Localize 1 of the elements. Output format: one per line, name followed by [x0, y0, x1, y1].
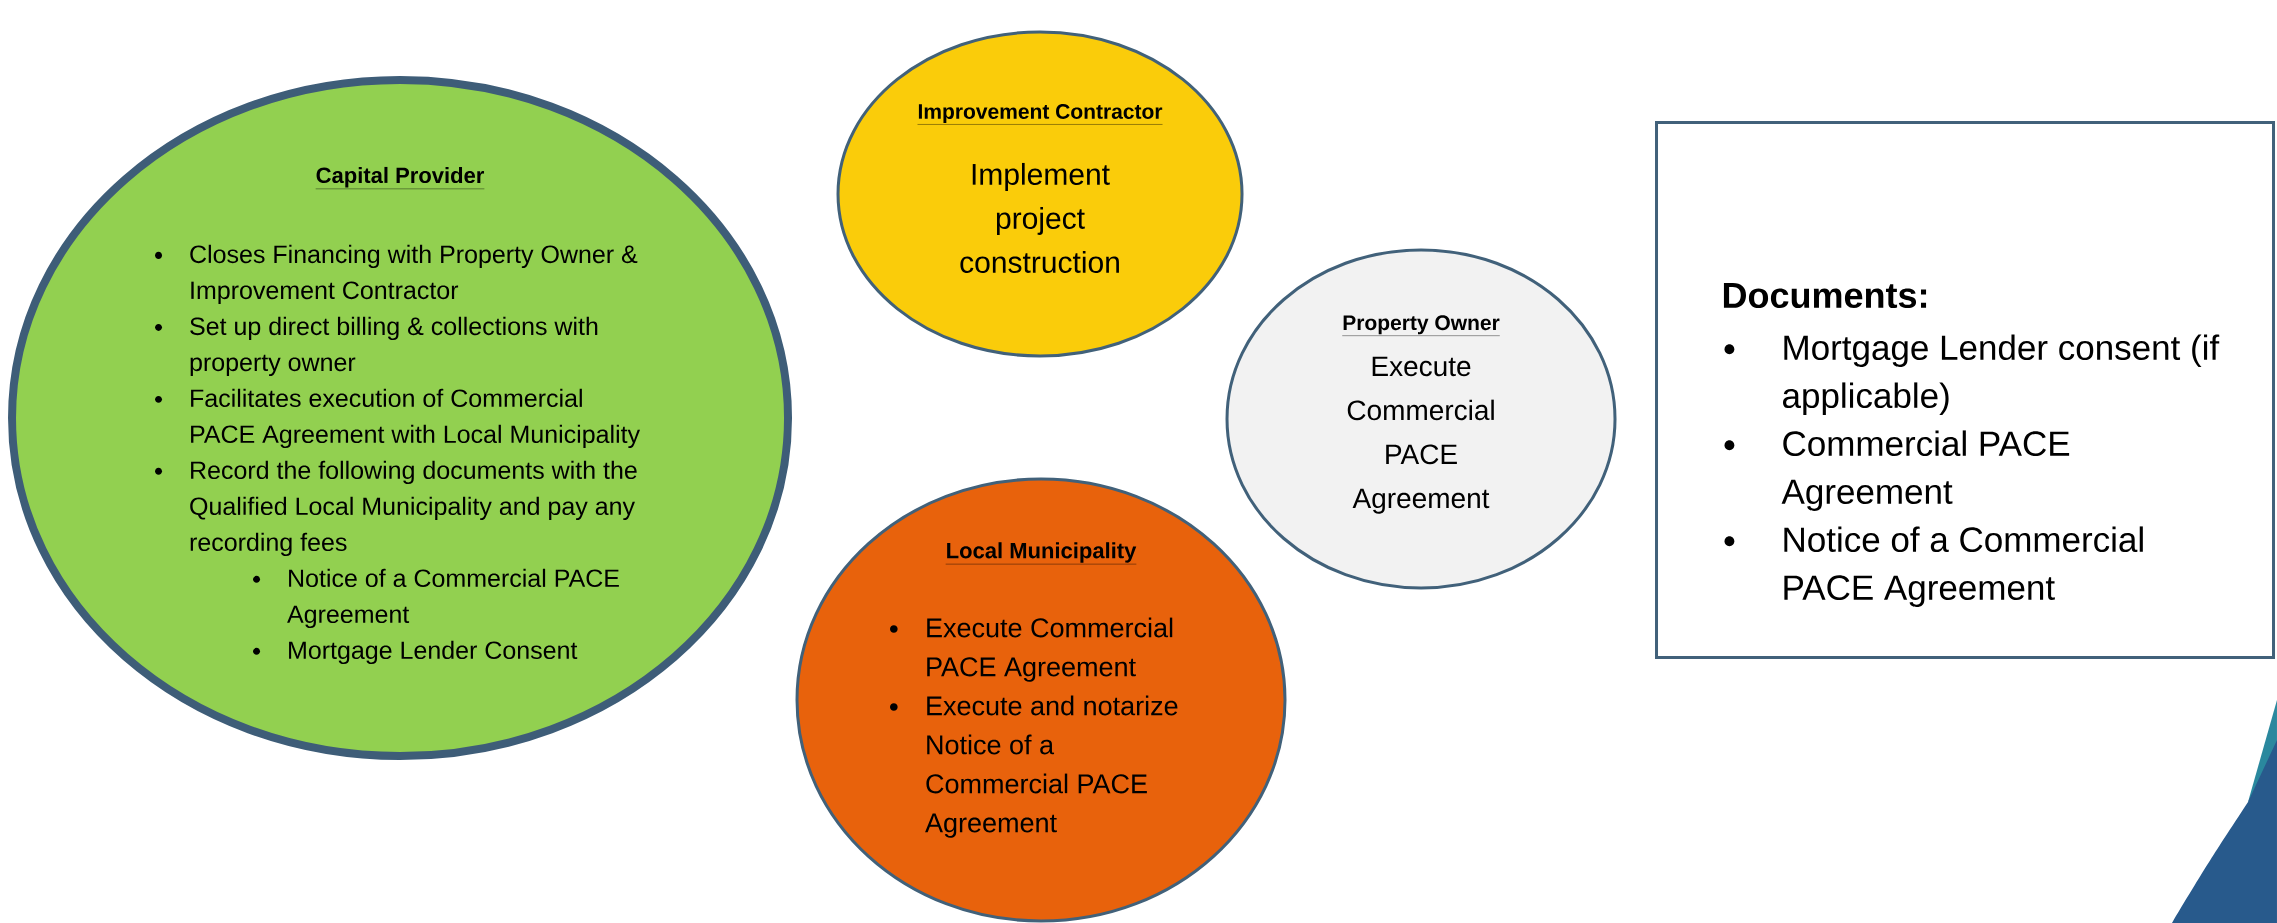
text-box: Documents: Mortgage Lender consent (if applicable) Commercial PACE Agreement Notice of a Commercial PACE Agreement: [1655, 121, 2275, 659]
